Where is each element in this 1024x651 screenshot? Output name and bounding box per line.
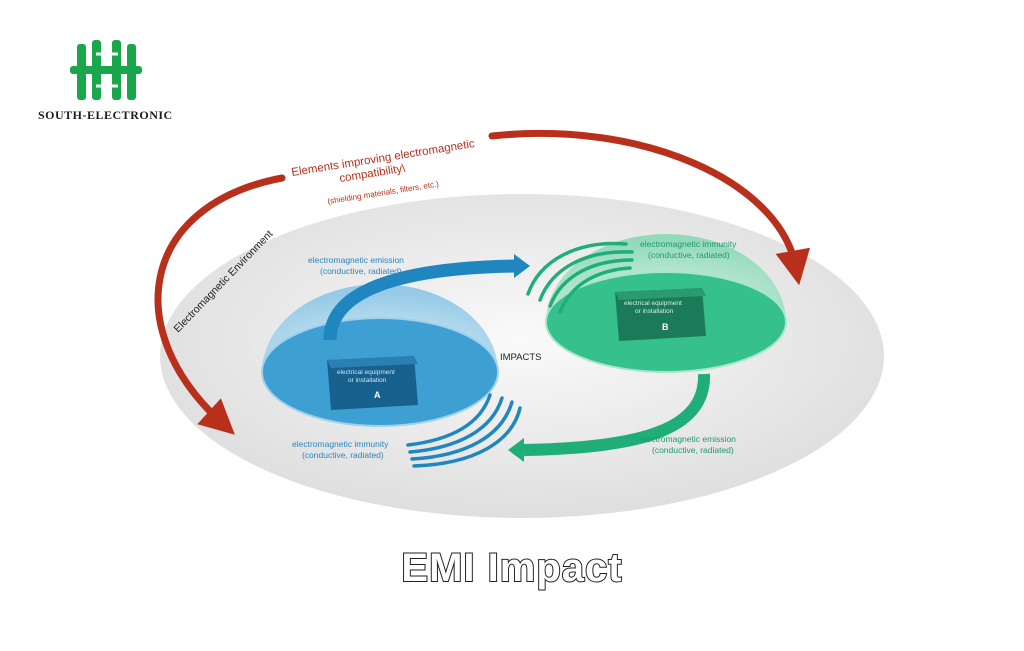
device-b-box-label-line2: or installation: [635, 308, 674, 315]
device-a-immunity-label-line2: (conductive, radiated): [302, 450, 384, 460]
device-a-letter: A: [374, 390, 381, 400]
impacts-label: IMPACTS: [500, 352, 542, 363]
red-arc-left: [154, 174, 286, 435]
device-a-box-label-line1: electrical equipment: [337, 369, 395, 376]
red-arc-right: [488, 129, 811, 286]
device-a-box: [327, 356, 418, 410]
device-b-box-label-line1: electrical equipment: [624, 300, 682, 307]
device-a-box-label-line2: or installation: [348, 377, 387, 384]
blue-arrowhead-icon: [514, 254, 530, 278]
brand-logo-icon: [70, 40, 142, 100]
device-a-immunity-label-line1: electromagnetic immunity: [292, 439, 389, 449]
device-b-emission-label-line1: electromagnetic emission: [640, 434, 736, 444]
blue-emission-arrow: [323, 259, 516, 341]
device-b-letter: B: [662, 322, 669, 332]
device-b-box: [615, 288, 706, 341]
device-b-immunity-label-line2: (conductive, radiated): [648, 250, 730, 260]
device-b-immunity-waves: [526, 241, 634, 314]
device-b-emission-label-line2: (conductive, radiated): [652, 445, 734, 455]
device-a-emission-label-line1: electromagnetic emission: [308, 255, 404, 265]
device-a-emission-label-line2: (conductive, radiated): [320, 266, 402, 276]
device-b-immunity-label-line1: electromagnetic immunity: [640, 239, 737, 249]
green-emission-arrow: [523, 373, 711, 456]
device-a-immunity-waves: [406, 393, 522, 468]
page-title: EMI Impact: [400, 545, 623, 591]
green-arrowhead-icon: [508, 438, 524, 462]
brand-name: SOUTH-ELECTRONIC: [38, 108, 173, 122]
